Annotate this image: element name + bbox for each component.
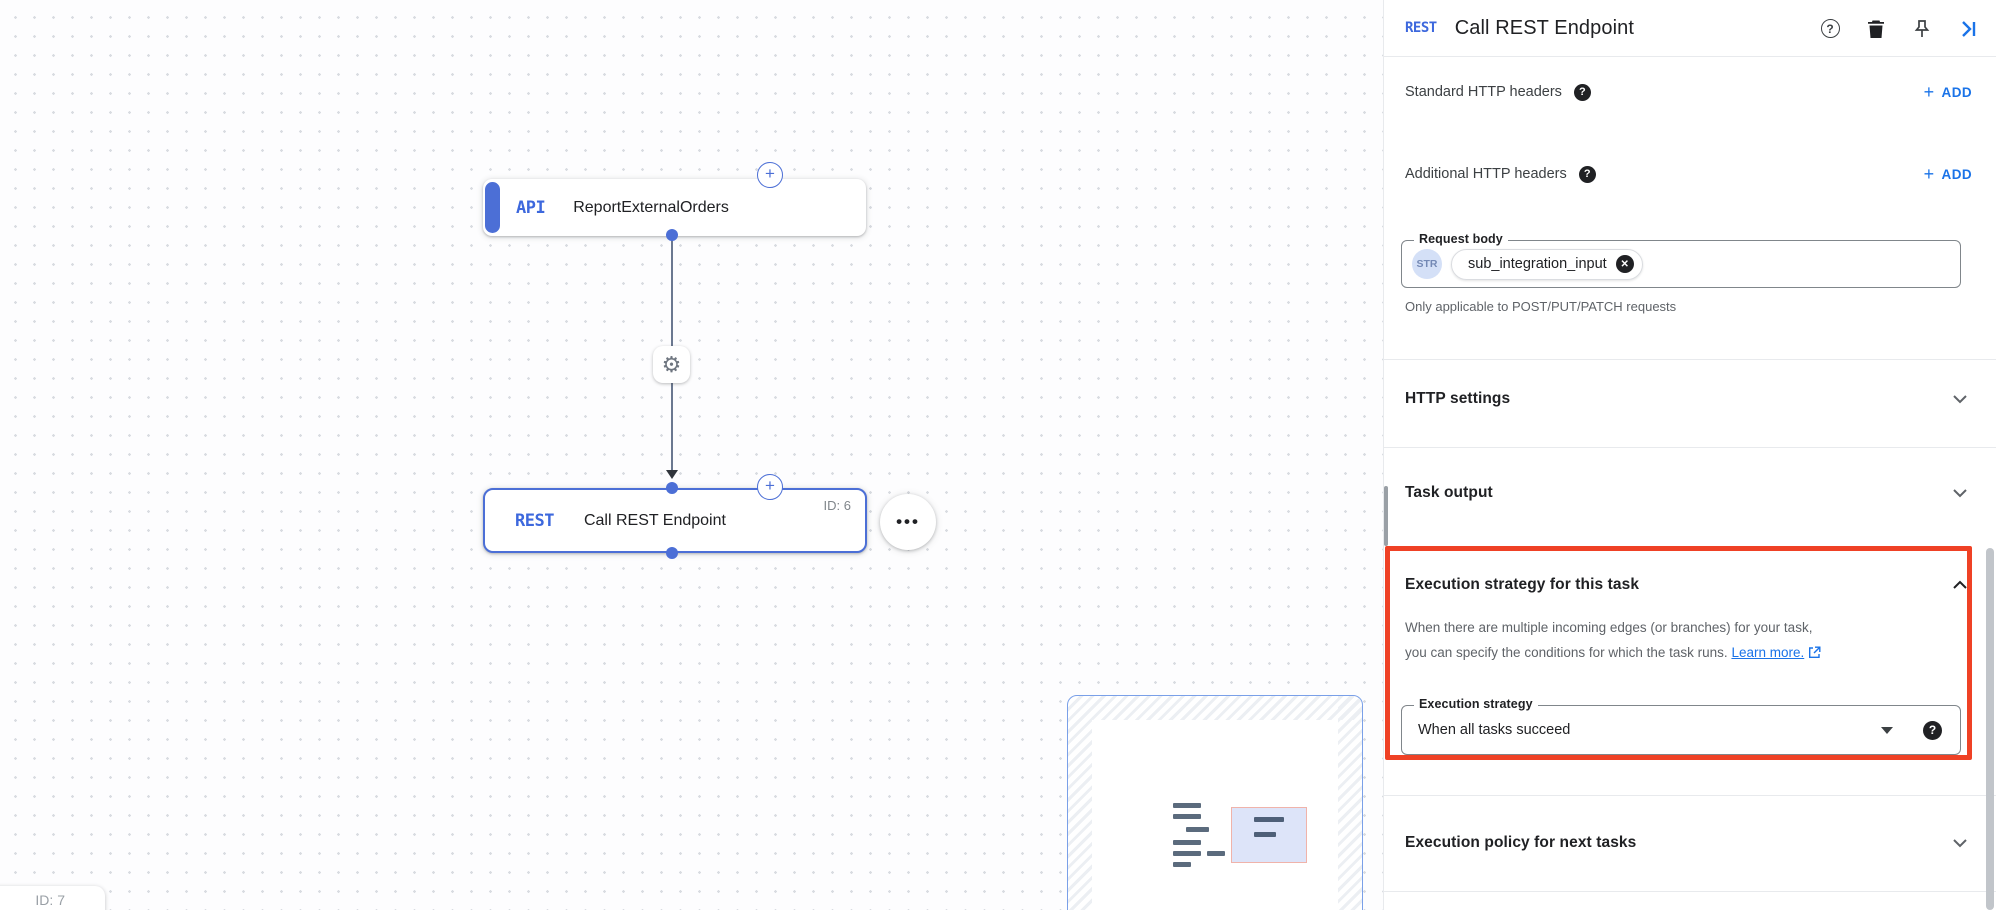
external-link-icon xyxy=(1808,642,1821,667)
variable-chip[interactable]: sub_integration_input ✕ xyxy=(1451,248,1643,280)
additional-http-headers-label: Additional HTTP headers xyxy=(1405,166,1567,182)
rest-node-id: ID: 6 xyxy=(823,498,851,513)
node-partial-offscreen[interactable]: ID: 7 xyxy=(0,886,105,910)
string-type-badge: STR xyxy=(1412,249,1442,279)
execution-strategy-field-label: Execution strategy xyxy=(1414,697,1538,711)
panel-title: Call REST Endpoint xyxy=(1454,16,1635,39)
canvas-minimap[interactable] xyxy=(1067,695,1363,910)
request-body-helper: Only applicable to POST/PUT/PATCH reques… xyxy=(1405,299,1677,314)
plus-icon: + xyxy=(1923,82,1935,102)
divider xyxy=(1384,795,1996,796)
divider xyxy=(1384,359,1996,360)
section-task-output[interactable]: Task output xyxy=(1405,470,1968,516)
dropdown-arrow-icon xyxy=(1881,726,1893,734)
help-icon[interactable]: ? xyxy=(1923,720,1942,740)
request-body-label: Request body xyxy=(1414,232,1508,246)
pin-icon[interactable] xyxy=(1912,19,1932,39)
chevron-down-icon xyxy=(1952,488,1968,498)
add-task-between-icon[interactable]: + xyxy=(757,474,783,500)
execution-policy-label: Execution policy for next tasks xyxy=(1405,834,1637,851)
minimap-content-icon xyxy=(1173,801,1307,871)
task-config-panel: REST Call REST Endpoint ? Standard HTTP … xyxy=(1383,0,1996,910)
chevron-down-icon xyxy=(1952,394,1968,404)
request-body-field[interactable]: Request body STR sub_integration_input ✕ xyxy=(1401,232,1961,288)
http-settings-label: HTTP settings xyxy=(1405,390,1511,407)
add-standard-header-button[interactable]: + ADD xyxy=(1923,82,1972,102)
divider xyxy=(1384,891,1996,892)
edge-gear-icon[interactable]: ⚙ xyxy=(653,346,690,383)
trigger-output-port[interactable] xyxy=(666,229,678,241)
node-report-external-orders[interactable]: API ReportExternalOrders xyxy=(483,179,866,236)
execution-strategy-section-label: Execution strategy for this task xyxy=(1405,576,1640,593)
help-icon[interactable]: ? xyxy=(1820,19,1840,39)
execution-strategy-select[interactable]: Execution strategy When all tasks succee… xyxy=(1401,697,1961,755)
rest-task-badge: REST xyxy=(515,510,554,531)
section-http-settings[interactable]: HTTP settings xyxy=(1405,376,1968,422)
node-call-rest-endpoint[interactable]: REST Call REST Endpoint ID: 6 xyxy=(483,488,867,553)
plus-icon: + xyxy=(1923,164,1935,184)
learn-more-link[interactable]: Learn more. xyxy=(1731,645,1805,660)
additional-http-headers-row: Additional HTTP headers ? + ADD xyxy=(1405,158,1972,190)
add-additional-header-button[interactable]: + ADD xyxy=(1923,164,1972,184)
help-icon[interactable]: ? xyxy=(1573,83,1591,101)
panel-right-scrollbar[interactable] xyxy=(1986,548,1994,910)
collapse-panel-icon[interactable] xyxy=(1958,19,1978,39)
execution-strategy-description: When there are multiple incoming edges (… xyxy=(1405,615,1821,667)
add-task-above-icon[interactable]: + xyxy=(757,162,783,188)
divider xyxy=(1384,447,1996,448)
edge-arrowhead-icon xyxy=(666,470,678,479)
section-execution-policy[interactable]: Execution policy for next tasks xyxy=(1405,820,1968,866)
partial-node-id: ID: 7 xyxy=(35,892,65,908)
minimap-viewport xyxy=(1231,807,1307,863)
node-more-options-button[interactable]: ••• xyxy=(880,494,936,550)
help-icon[interactable]: ? xyxy=(1578,165,1596,183)
chevron-up-icon xyxy=(1952,580,1968,590)
chevron-down-icon xyxy=(1952,838,1968,848)
api-trigger-badge: API xyxy=(516,197,546,218)
section-execution-strategy[interactable]: Execution strategy for this task xyxy=(1405,562,1968,608)
panel-left-scrollbar[interactable] xyxy=(1384,486,1388,546)
variable-chip-label: sub_integration_input xyxy=(1468,256,1607,272)
panel-header: REST Call REST Endpoint ? xyxy=(1384,0,1996,57)
rest-node-label: Call REST Endpoint xyxy=(583,511,726,529)
rest-input-port[interactable] xyxy=(666,482,678,494)
trigger-node-label: ReportExternalOrders xyxy=(573,198,729,216)
standard-http-headers-row: Standard HTTP headers ? + ADD xyxy=(1405,76,1972,108)
trigger-accent-bar xyxy=(485,182,500,233)
minimap-hatch xyxy=(1068,696,1362,720)
minimap-hatch xyxy=(1338,696,1362,910)
standard-http-headers-label: Standard HTTP headers xyxy=(1405,84,1562,100)
remove-variable-icon[interactable]: ✕ xyxy=(1615,255,1634,273)
rest-badge: REST xyxy=(1405,20,1437,36)
execution-strategy-value: When all tasks succeed xyxy=(1418,722,1571,738)
minimap-hatch xyxy=(1068,696,1092,910)
task-output-label: Task output xyxy=(1405,484,1493,501)
delete-task-icon[interactable] xyxy=(1866,19,1886,39)
integration-canvas[interactable]: + API ReportExternalOrders ⚙ + REST Call… xyxy=(0,0,1384,910)
rest-output-port[interactable] xyxy=(666,547,678,559)
